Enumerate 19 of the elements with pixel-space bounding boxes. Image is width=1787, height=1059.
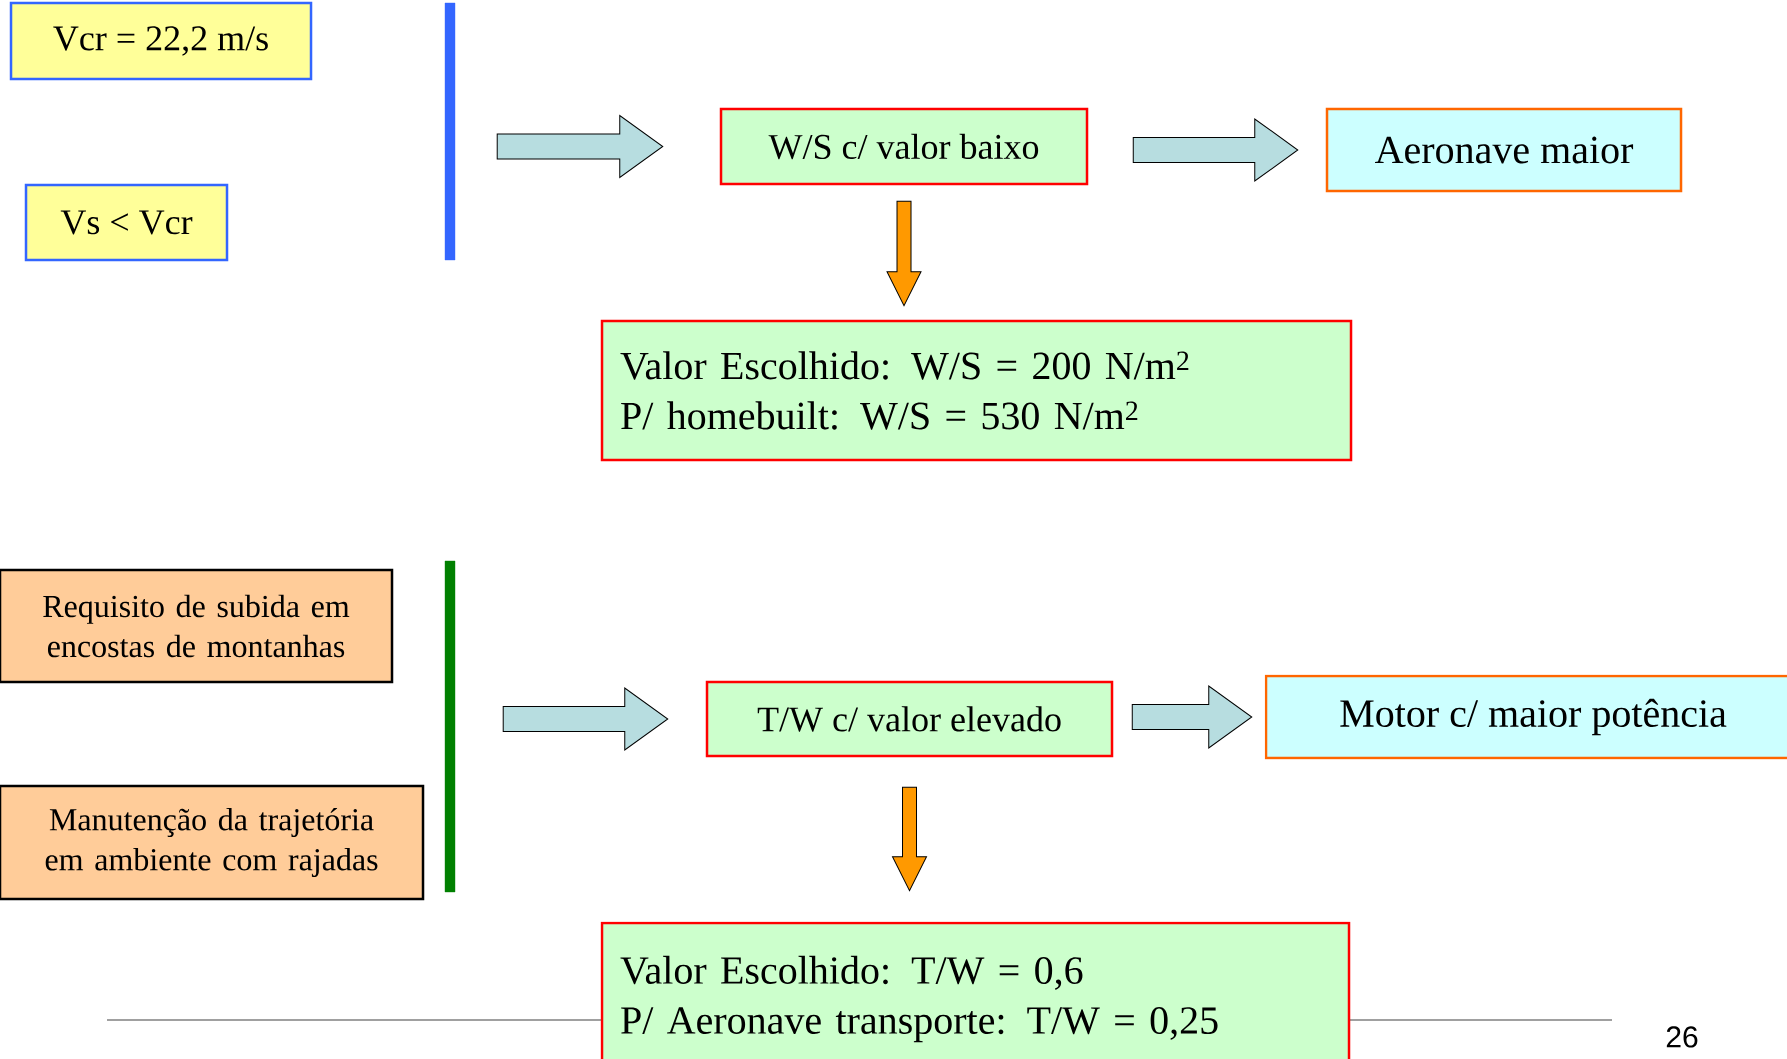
result-box: W/S c/ valor baixo <box>719 107 1089 186</box>
block-arrow <box>1132 118 1299 182</box>
page-number: 26 <box>1666 1026 1698 1048</box>
chosen-value-box: Valor Escolhido: W/S = 200 N/m$^{2}$ P/ homebuilt: W/S = 530 N/m$^{2}$ <box>600 319 1353 462</box>
vertical-bar <box>444 2 456 261</box>
vertical-bar <box>444 560 456 893</box>
block-arrow <box>892 786 927 892</box>
condition-box: Vs < Vcr <box>24 183 229 262</box>
consequence-box: Aeronave maior <box>1325 107 1683 193</box>
condition-box: Vcr = 22,2 m/s <box>9 1 313 81</box>
result-box: T/W c/ valor elevado <box>705 680 1114 758</box>
requirement-box: Requisito de subida em encostas de montanhas <box>0 568 394 684</box>
block-arrow <box>496 115 664 178</box>
requirement-box: Manutenção da trajetória em ambiente com rajadas <box>0 784 425 901</box>
chosen-value-box: Valor Escolhido: T/W = 0,6 P/ Aeronave transporte: T/W = 0,25 <box>600 921 1351 1059</box>
block-arrow <box>886 200 922 307</box>
block-arrow <box>502 687 669 751</box>
consequence-box: Motor c/ maior potência <box>1264 674 1787 760</box>
block-arrow <box>1131 685 1253 749</box>
